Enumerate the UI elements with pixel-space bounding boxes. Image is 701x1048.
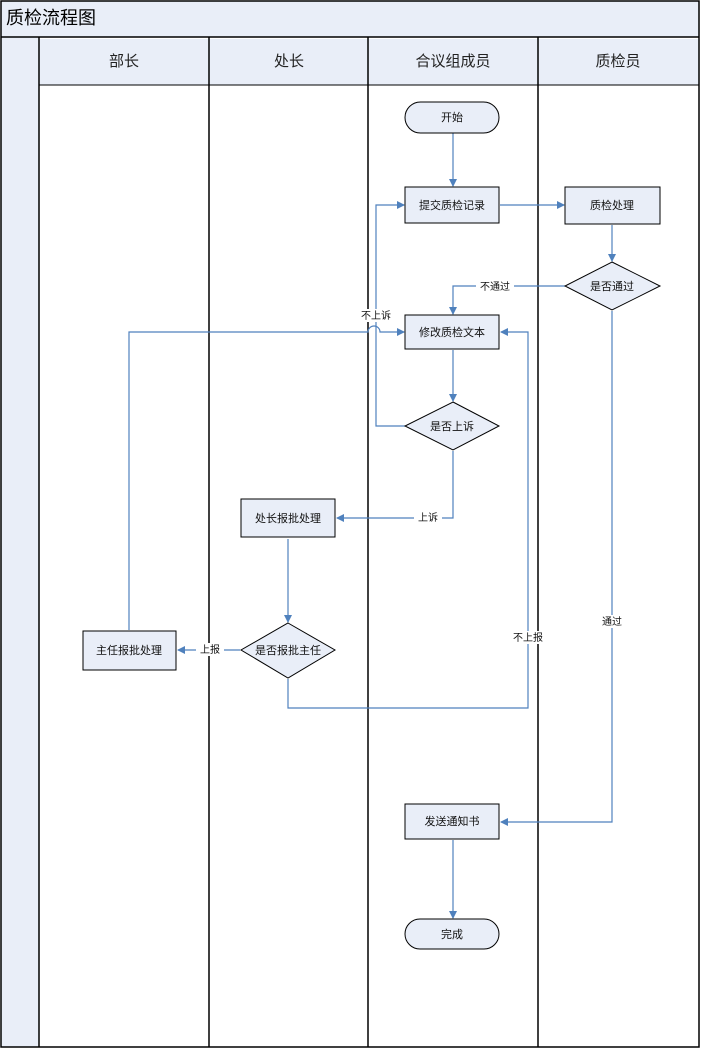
svg-text:完成: 完成 — [441, 927, 463, 941]
node-chief-process: 处长报批处理 — [240, 498, 336, 538]
edge-label-appeal: 上诉 — [418, 511, 438, 524]
left-strip — [1, 37, 39, 1047]
connectors — [128, 133, 616, 919]
svg-text:发送通知书: 发送通知书 — [425, 814, 480, 828]
svg-text:处长报批处理: 处长报批处理 — [255, 511, 321, 525]
node-director-process: 主任报批处理 — [82, 630, 177, 671]
edge-label-not-pass: 不通过 — [480, 280, 510, 293]
lane-header-minister: 部长 — [109, 52, 139, 70]
svg-text:是否报批主任: 是否报批主任 — [255, 643, 321, 657]
edge-label-pass: 通过 — [602, 615, 622, 628]
diagram-title: 质检流程图 — [6, 8, 96, 29]
title-bar — [1, 1, 699, 37]
lane-header-division-chief: 处长 — [274, 52, 304, 70]
edge-director-modify — [128, 325, 405, 630]
node-pass-decision: 是否通过 — [563, 261, 662, 311]
node-appeal-decision: 是否上诉 — [403, 401, 501, 451]
svg-text:是否上诉: 是否上诉 — [430, 420, 474, 433]
edge-noreport-modify — [287, 328, 529, 709]
edge-pass-notice — [500, 311, 613, 826]
node-done: 完成 — [404, 918, 500, 950]
edge-label-no-appeal: 不上诉 — [361, 309, 391, 322]
edge-label-report: 上报 — [200, 643, 220, 656]
svg-text:开始: 开始 — [441, 110, 463, 124]
node-qc-process: 质检处理 — [564, 186, 661, 225]
node-send-notice: 发送通知书 — [404, 803, 500, 840]
svg-text:修改质检文本: 修改质检文本 — [419, 325, 485, 339]
svg-text:提交质检记录: 提交质检记录 — [419, 198, 485, 212]
lane-header-row — [39, 39, 699, 85]
svg-text:是否通过: 是否通过 — [590, 280, 634, 293]
edge-appeal-chief — [336, 451, 454, 522]
node-start: 开始 — [404, 101, 500, 134]
lane-header-inspector: 质检员 — [595, 52, 640, 70]
lane-header-panel-member: 合议组成员 — [415, 52, 490, 70]
node-modify-text: 修改质检文本 — [404, 314, 500, 350]
node-report-decision: 是否报批主任 — [240, 622, 336, 679]
edge-label-no-report: 不上报 — [513, 631, 543, 644]
svg-text:质检处理: 质检处理 — [590, 198, 634, 212]
edge-notpass-modify — [449, 285, 565, 315]
svg-text:主任报批处理: 主任报批处理 — [96, 643, 162, 657]
node-submit-record: 提交质检记录 — [404, 186, 500, 224]
